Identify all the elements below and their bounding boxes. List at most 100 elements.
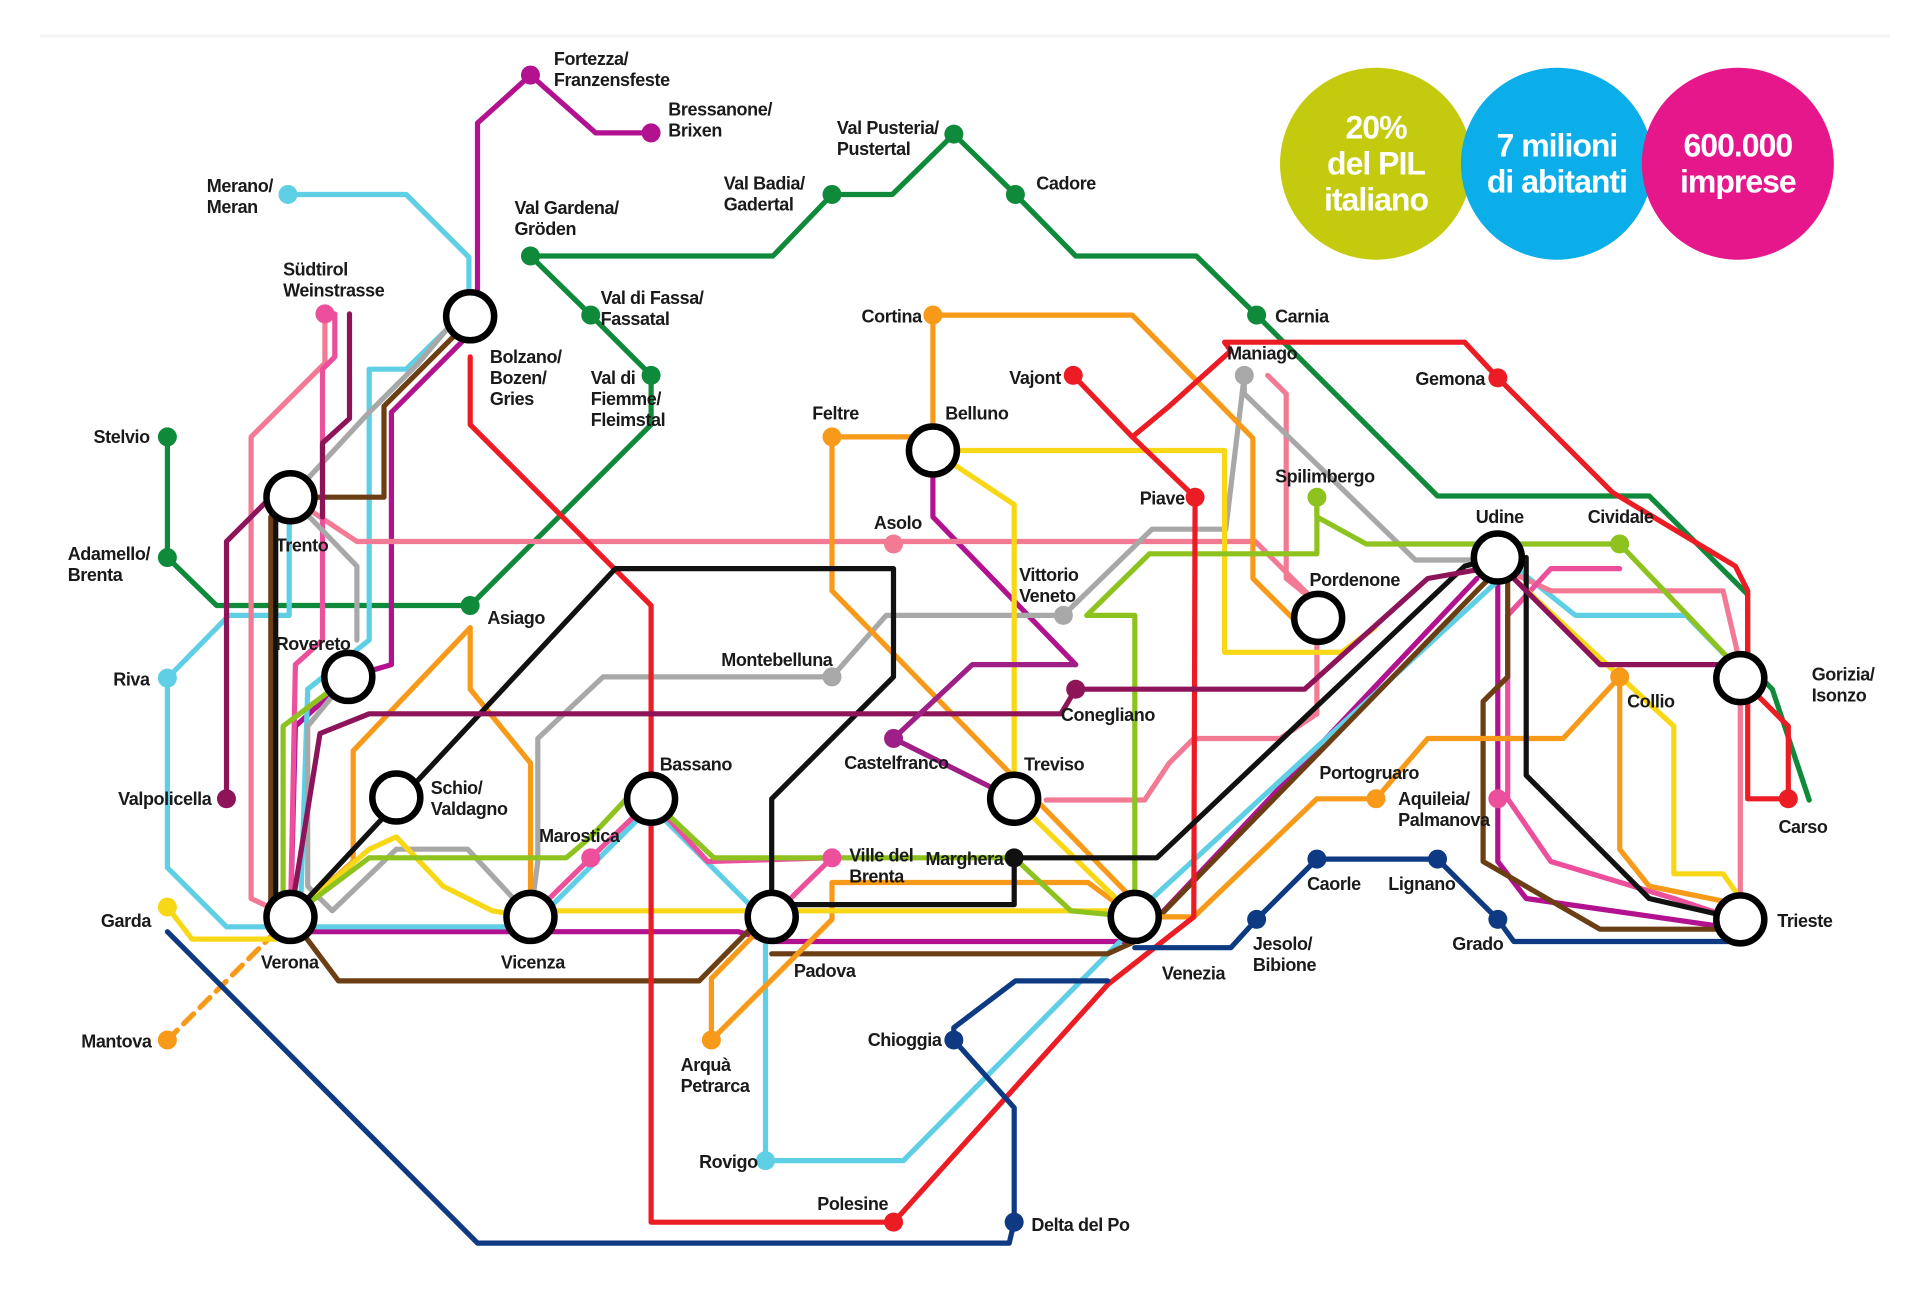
station-marghera[interactable]	[1004, 848, 1024, 868]
stat-bubble-3	[1641, 67, 1834, 260]
station-label: Montebelluna	[721, 650, 834, 670]
route-line-hotpink	[287, 311, 338, 920]
hub-udine[interactable]	[1470, 530, 1526, 585]
hub-bolzano-bozen-gries[interactable]	[442, 289, 498, 344]
station-adamello-brenta[interactable]	[157, 548, 177, 568]
station-maniago[interactable]	[1234, 365, 1254, 385]
station-jesolo-bibione[interactable]	[1247, 909, 1267, 929]
route-line-gray	[287, 313, 461, 500]
station-label: Fortezza/Franzensfeste	[554, 49, 670, 90]
station-merano-meran[interactable]	[278, 184, 298, 204]
station-label: Valpolicella	[118, 789, 213, 809]
station-label: Spilimbergo	[1275, 466, 1375, 486]
hub-gorizia-isonzo[interactable]	[1713, 650, 1768, 706]
station-val-di-fiemme-fleimstal[interactable]	[641, 365, 661, 385]
station-valpolicella[interactable]	[216, 789, 236, 809]
route-line-cyan	[164, 675, 775, 930]
hub-pordenone[interactable]	[1290, 590, 1346, 646]
station-stelvio[interactable]	[157, 427, 177, 447]
station-label: Delta del Po	[1031, 1215, 1130, 1235]
station-montebelluna[interactable]	[822, 667, 842, 687]
station-cortina[interactable]	[923, 305, 943, 325]
hub-verona[interactable]	[263, 889, 318, 945]
station-label: Bolzano/Bozen/Gries	[490, 347, 562, 409]
hub-rovereto[interactable]	[321, 649, 376, 705]
route-line-black	[1523, 554, 1743, 923]
station-bressanone-brixen[interactable]	[641, 123, 661, 143]
route-line-red	[467, 354, 1198, 1225]
route-line-red	[1129, 348, 1234, 440]
station-marostica[interactable]	[581, 848, 601, 868]
station-conegliano[interactable]	[1066, 679, 1086, 699]
hub-trieste[interactable]	[1713, 892, 1768, 947]
station-vajont[interactable]	[1063, 365, 1083, 385]
station-vittorio-veneto[interactable]	[1053, 605, 1073, 625]
station-polesine[interactable]	[884, 1212, 904, 1232]
station-sudtirol-weinstrasse[interactable]	[315, 304, 335, 324]
station-mantova[interactable]	[157, 1030, 177, 1050]
station-collio[interactable]	[1610, 667, 1630, 687]
hub-bassano[interactable]	[623, 771, 679, 827]
station-label: Val Badia/Gadertal	[724, 174, 805, 215]
station-riva[interactable]	[157, 668, 177, 688]
station-arqua-petrarca[interactable]	[701, 1030, 721, 1050]
station-carso[interactable]	[1778, 789, 1798, 809]
station-label: Grado	[1452, 934, 1503, 954]
station-markers	[157, 65, 1798, 1232]
station-piave[interactable]	[1185, 487, 1205, 507]
station-label: Val Gardena/Gröden	[514, 198, 619, 239]
station-asiago[interactable]	[460, 596, 480, 616]
hub-venezia[interactable]	[1107, 889, 1163, 945]
route-line-brown	[268, 329, 461, 920]
hub-schio-valdagno[interactable]	[369, 770, 424, 825]
station-garda[interactable]	[157, 897, 177, 917]
station-label: Venezia	[1162, 964, 1227, 984]
station-cividale[interactable]	[1610, 534, 1630, 554]
station-gemona[interactable]	[1488, 368, 1508, 388]
station-label: Gorizia/Isonzo	[1812, 665, 1875, 706]
station-carnia[interactable]	[1247, 305, 1267, 325]
station-portogruaro[interactable]	[1366, 789, 1386, 809]
station-caorle[interactable]	[1307, 849, 1327, 869]
station-feltre[interactable]	[822, 427, 842, 447]
station-rovigo[interactable]	[756, 1151, 776, 1171]
station-label: Maniago	[1227, 343, 1298, 363]
hub-padova[interactable]	[744, 889, 799, 945]
station-asolo[interactable]	[884, 534, 904, 554]
station-val-pusteria-pustertal[interactable]	[944, 124, 964, 144]
station-lignano[interactable]	[1428, 849, 1448, 869]
hub-belluno[interactable]	[905, 423, 961, 478]
station-ville-del-brenta[interactable]	[822, 848, 842, 868]
station-label: Cividale	[1588, 507, 1654, 527]
station-val-di-fassa-fassatal[interactable]	[581, 305, 601, 325]
station-grado[interactable]	[1488, 909, 1508, 929]
hub-vicenza[interactable]	[503, 889, 558, 945]
station-label: Asiago	[487, 608, 545, 628]
hub-treviso[interactable]	[986, 771, 1042, 827]
route-line-orange	[467, 625, 534, 920]
station-label: Padova	[794, 961, 857, 981]
station-castelfranco[interactable]	[884, 728, 904, 748]
station-label: Val Pusteria/Pustertal	[837, 118, 939, 159]
station-val-gardena-groden[interactable]	[520, 246, 540, 266]
station-aquileia-palmanova[interactable]	[1488, 789, 1508, 809]
station-fortezza-franzensfeste[interactable]	[520, 65, 540, 85]
route-line-magenta	[527, 72, 654, 136]
station-label: Portogruaro	[1319, 763, 1419, 783]
station-cadore[interactable]	[1005, 184, 1025, 204]
station-chioggia[interactable]	[944, 1030, 964, 1050]
route-line-pink	[1495, 563, 1743, 914]
station-label: Conegliano	[1061, 705, 1155, 725]
station-val-badia-gadertal[interactable]	[822, 184, 842, 204]
station-labels: Fortezza/FranzensfesteBressanone/BrixenM…	[68, 49, 1876, 1235]
station-delta-del-po[interactable]	[1004, 1212, 1024, 1232]
station-spilimbergo[interactable]	[1307, 487, 1327, 507]
route-line-maroon	[223, 494, 274, 802]
hub-trento[interactable]	[263, 469, 318, 525]
